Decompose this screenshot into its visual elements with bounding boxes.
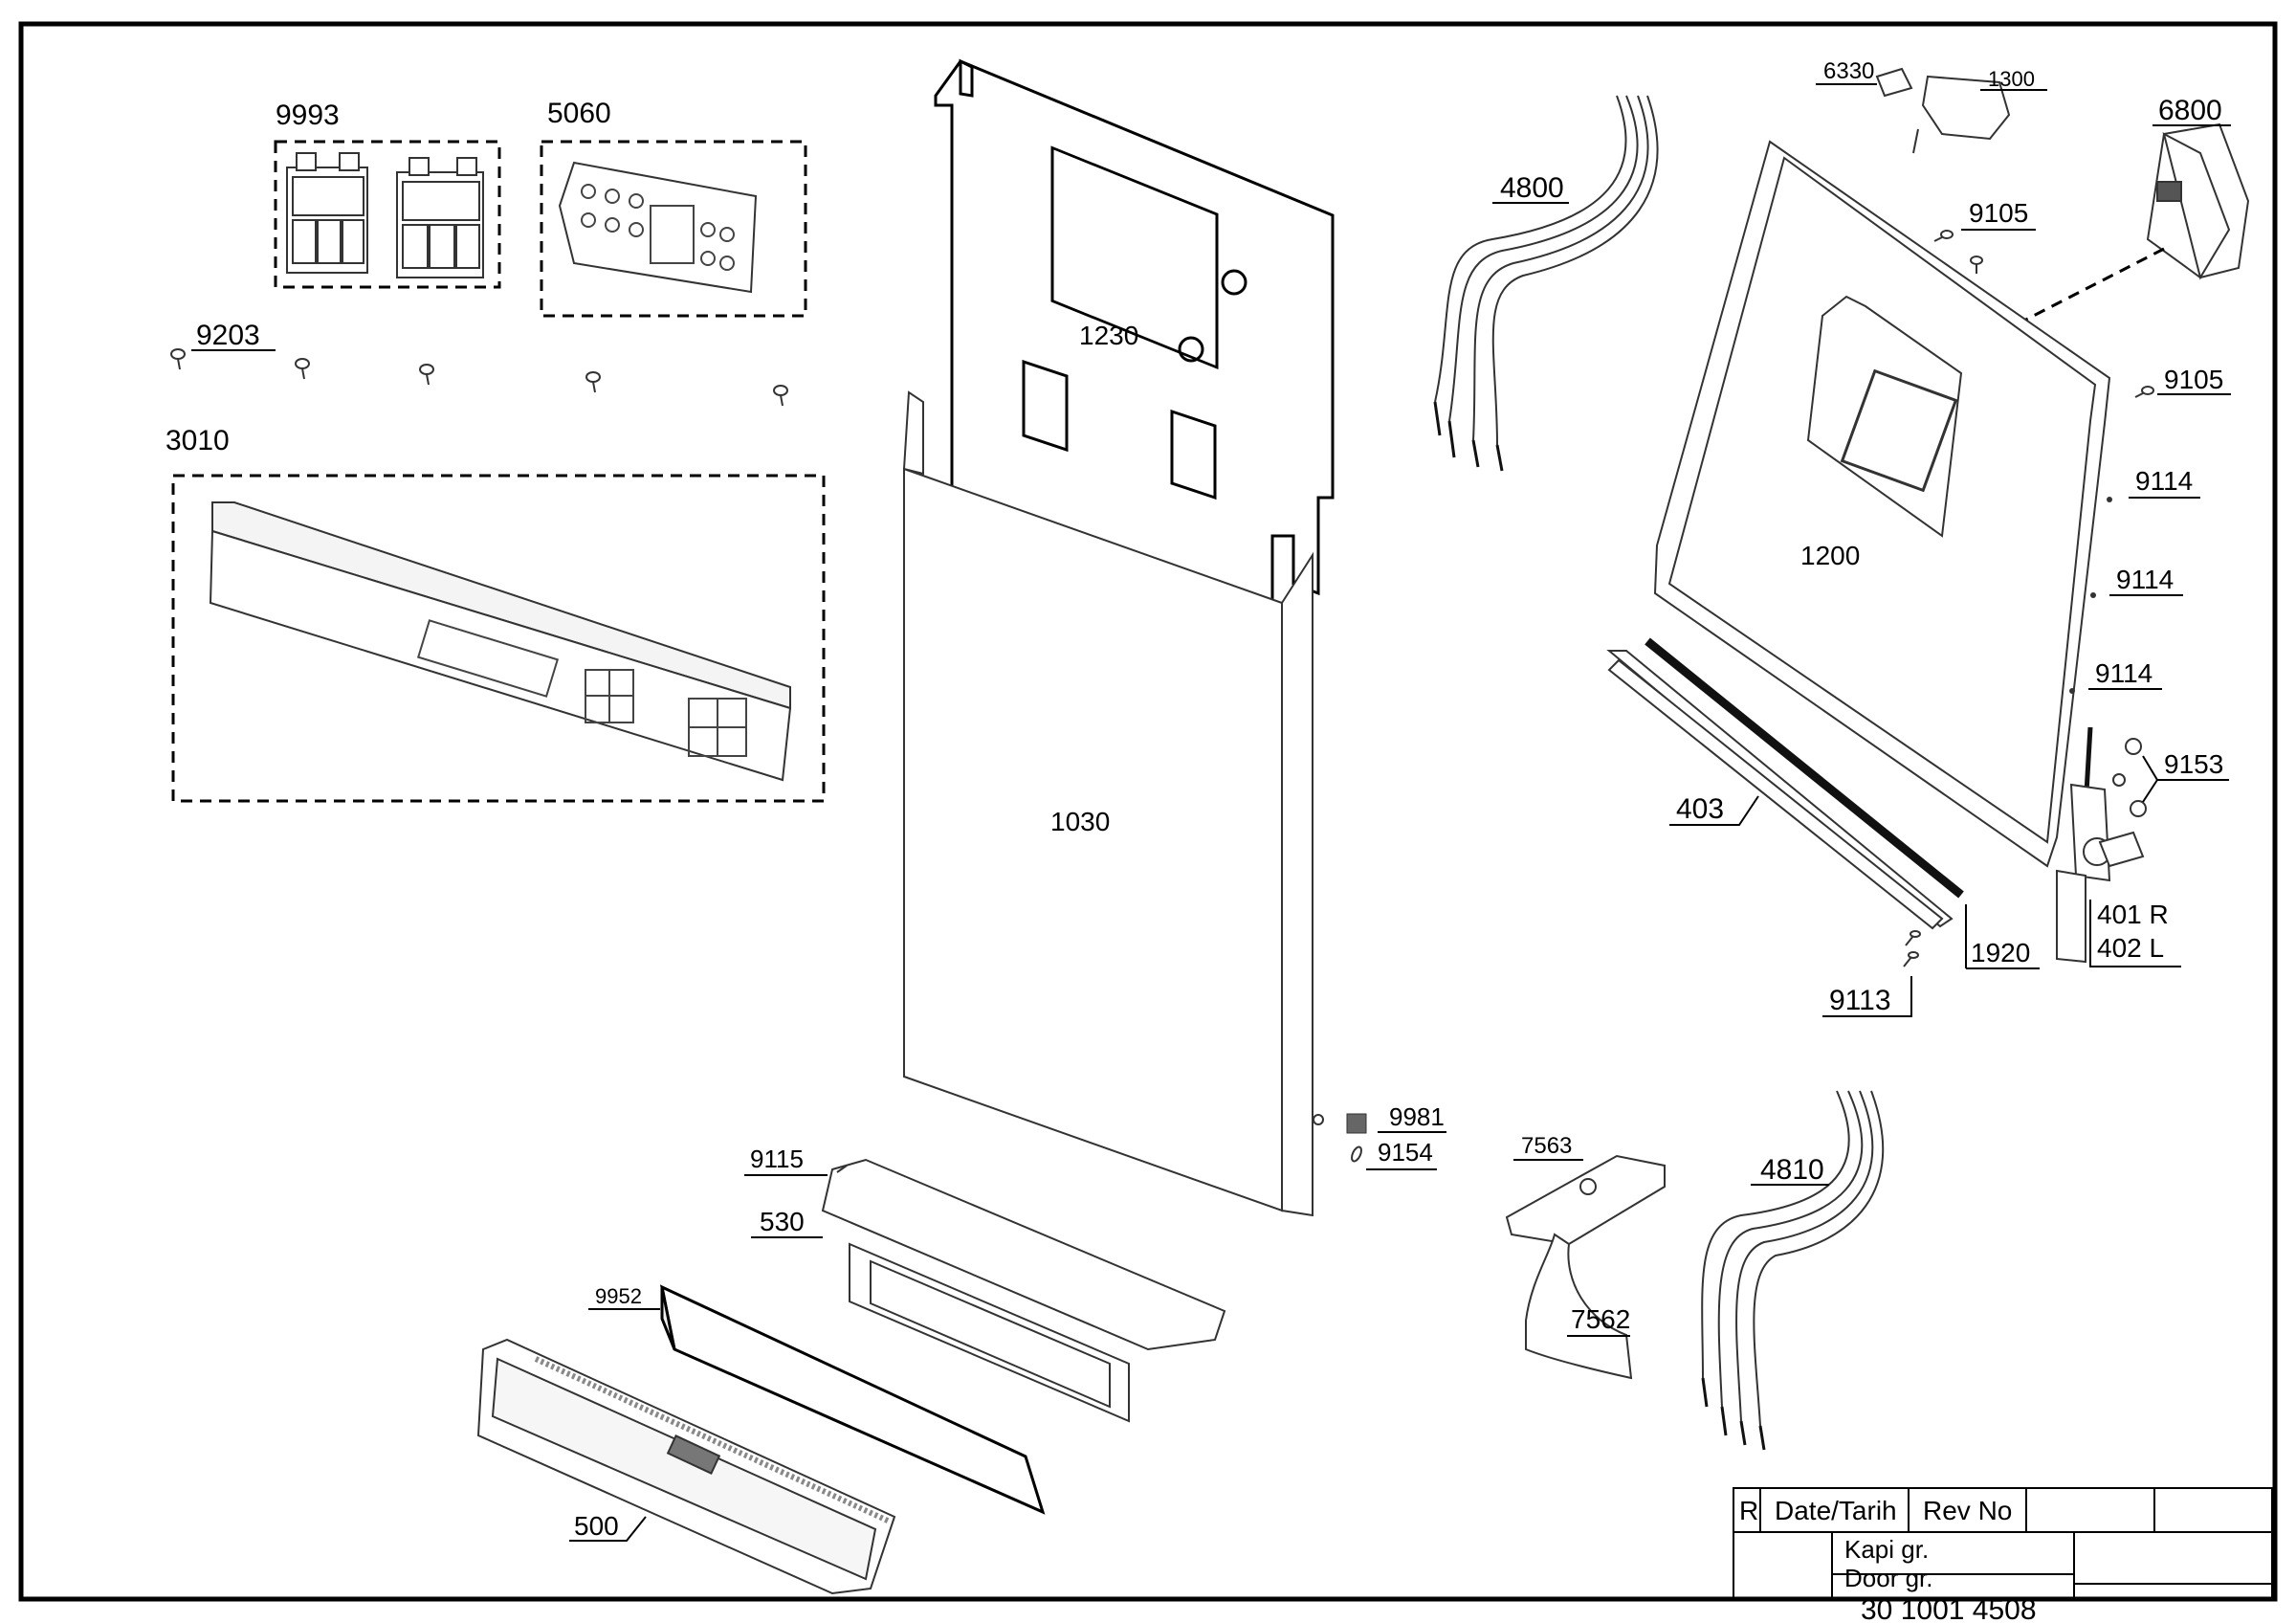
label-1300: 1300 bbox=[1988, 67, 2035, 91]
part-1030-door-panel bbox=[902, 390, 1324, 1217]
part-9993-buttons bbox=[274, 140, 501, 289]
part-4810-wire-harness bbox=[1701, 1090, 1885, 1451]
part-1920-seal bbox=[1645, 637, 1964, 899]
part-9113-screws bbox=[1903, 930, 1921, 967]
drawing-name-tr: Kapi gr. bbox=[1844, 1535, 1929, 1564]
part-7563-clip-assembly bbox=[1505, 1154, 1666, 1246]
drawing-number: 30 1001 4508 bbox=[1861, 1594, 2037, 1623]
label-1030: 1030 bbox=[1050, 807, 1110, 836]
label-1230: 1230 bbox=[1079, 321, 1138, 350]
part-3010-control-panel bbox=[171, 474, 826, 803]
part-9203-screws bbox=[170, 348, 788, 407]
title-block-date: Date/Tarih bbox=[1775, 1496, 1897, 1525]
label-9203: 9203 bbox=[196, 320, 260, 351]
part-403-rail bbox=[1606, 650, 1954, 930]
label-4810: 4810 bbox=[1760, 1154, 1824, 1186]
part-9105-screws bbox=[1933, 230, 2154, 398]
part-5060-control-board bbox=[540, 140, 807, 318]
title-block-rev: Rev No bbox=[1923, 1496, 2012, 1525]
label-9153: 9153 bbox=[2164, 749, 2223, 779]
part-7562-duct bbox=[1525, 1233, 1633, 1380]
label-530: 530 bbox=[760, 1207, 805, 1236]
title-block bbox=[1733, 1487, 2273, 1600]
part-1300-lock bbox=[1875, 67, 2011, 154]
part-500-bottom-panel bbox=[476, 1338, 896, 1595]
label-6800: 6800 bbox=[2158, 95, 2222, 126]
part-9115-screw bbox=[836, 1165, 848, 1173]
label-5060: 5060 bbox=[547, 98, 611, 129]
label-7562: 7562 bbox=[1571, 1304, 1630, 1334]
label-402: 402 L bbox=[2097, 933, 2164, 963]
label-3010: 3010 bbox=[166, 425, 230, 456]
part-9114-screws bbox=[2069, 497, 2112, 694]
label-7563: 7563 bbox=[1521, 1133, 1572, 1159]
label-9114-2: 9114 bbox=[2116, 565, 2174, 594]
label-1920: 1920 bbox=[1971, 938, 2030, 967]
part-4800-wire-harness bbox=[1433, 95, 1659, 472]
label-9105-right: 9105 bbox=[2164, 365, 2223, 394]
label-401: 401 R bbox=[2097, 900, 2169, 929]
label-9105-top: 9105 bbox=[1969, 198, 2028, 228]
label-9113: 9113 bbox=[1829, 985, 1891, 1016]
label-6330: 6330 bbox=[1823, 58, 1874, 84]
label-9114-1: 9114 bbox=[2135, 466, 2193, 496]
label-9115: 9115 bbox=[750, 1145, 804, 1173]
label-9981: 9981 bbox=[1389, 1102, 1445, 1131]
label-4800: 4800 bbox=[1500, 172, 1564, 204]
label-9993: 9993 bbox=[276, 100, 340, 131]
label-9114-3: 9114 bbox=[2095, 658, 2152, 688]
part-9981-clip bbox=[1346, 1113, 1367, 1134]
label-500: 500 bbox=[574, 1511, 619, 1541]
part-6800-dispenser bbox=[2146, 122, 2250, 280]
label-9154: 9154 bbox=[1378, 1138, 1433, 1167]
title-block-r: R bbox=[1739, 1496, 1758, 1525]
part-1200-inner-door bbox=[1653, 140, 2111, 868]
part-530-bracket bbox=[821, 1158, 1226, 1423]
label-1200: 1200 bbox=[1800, 541, 1860, 570]
part-1230-insulation bbox=[934, 58, 1335, 615]
drawing-name-en: Door gr. bbox=[1844, 1564, 1933, 1592]
drawing-frame bbox=[18, 21, 2278, 1602]
label-9952: 9952 bbox=[595, 1284, 642, 1308]
label-403: 403 bbox=[1676, 793, 1724, 825]
part-401-402-hinge bbox=[2056, 726, 2147, 964]
part-9154-ring bbox=[1351, 1145, 1362, 1163]
